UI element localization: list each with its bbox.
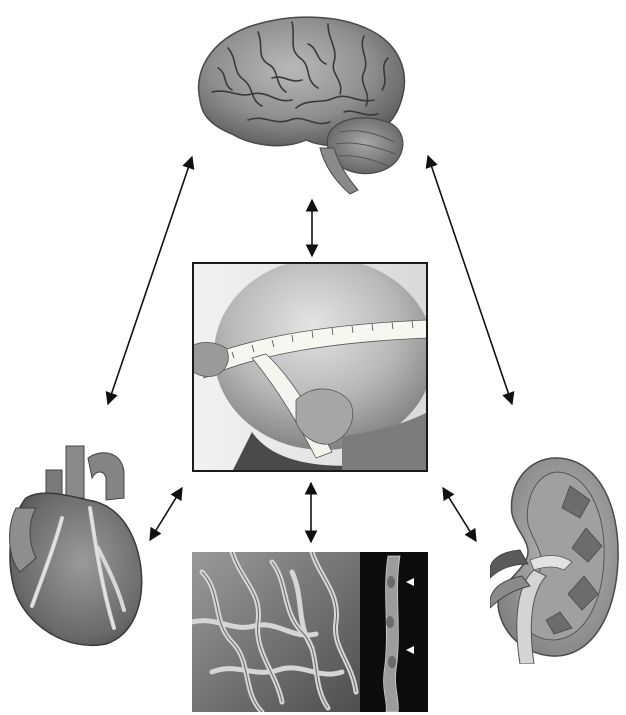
arrow-brain-heart	[108, 157, 192, 404]
brain-icon	[188, 8, 418, 200]
heart-icon	[6, 438, 148, 656]
blood-vessels-node	[192, 552, 428, 712]
arrow-obesity-heart	[150, 488, 182, 540]
arrow-brain-kidney	[428, 156, 512, 404]
blood-vessels-icon	[192, 552, 428, 712]
tape-measure-icon	[192, 262, 428, 472]
kidney-icon	[490, 452, 622, 664]
obesity-node	[192, 262, 428, 472]
heart-node	[6, 438, 148, 656]
kidney-node	[490, 452, 622, 664]
arrow-obesity-kidney	[443, 488, 476, 541]
brain-node	[188, 8, 418, 200]
